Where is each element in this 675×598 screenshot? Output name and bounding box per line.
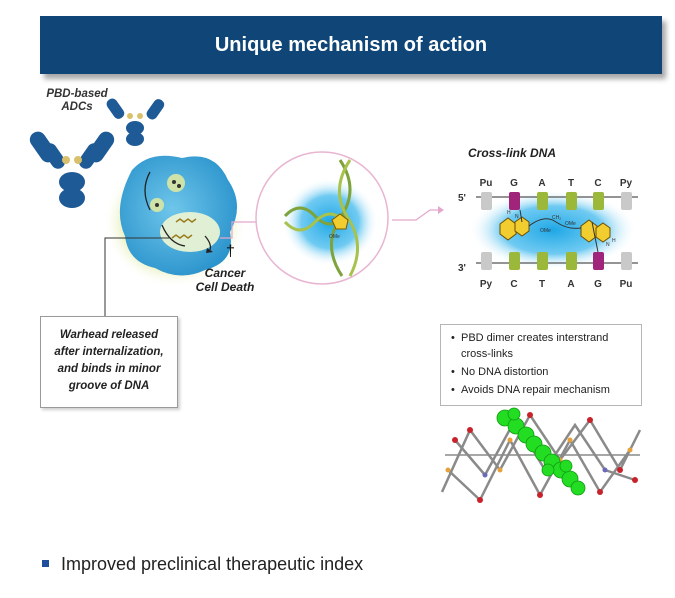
warhead-callout-box: Warhead released after internalization, …	[40, 316, 178, 408]
top-base-label: Pu	[480, 178, 493, 189]
svg-text:OMe: OMe	[540, 228, 551, 234]
strand-3-label: 3'	[458, 263, 466, 274]
cell-death-line1: Cancer	[204, 266, 246, 280]
top-base-label: A	[538, 178, 545, 189]
svg-text:H: H	[507, 210, 511, 216]
crosslink-dna-label: Cross-link DNA	[468, 146, 557, 160]
cancer-cell	[103, 155, 247, 288]
top-base-label: G	[510, 178, 518, 189]
bottom-base-label: Pu	[620, 279, 633, 290]
molecular-model-image	[440, 407, 642, 503]
top-base-label: C	[594, 178, 601, 189]
bottom-base-label: Py	[480, 279, 493, 290]
cell-death-label: Cancer Cell Death	[180, 266, 270, 294]
bottom-base-label: T	[539, 279, 545, 290]
warhead-line: groove of DNA	[68, 380, 150, 392]
svg-text:N: N	[606, 242, 610, 248]
page-title: Unique mechanism of action	[214, 34, 488, 56]
bottom-base-label: C	[510, 279, 517, 290]
bullet-item: •PBD dimer creates interstrand	[451, 332, 609, 344]
bullet-item: •No DNA distortion	[451, 366, 549, 378]
strand-5-label: 5'	[458, 193, 466, 204]
adc-label: PBD-based ADCs	[22, 88, 132, 114]
warhead-line: after internalization,	[54, 346, 164, 358]
bullet-item-continuation: cross-links	[461, 348, 513, 360]
main-bullet-text: Improved preclinical therapeutic index	[61, 554, 364, 574]
svg-text:H: H	[612, 238, 616, 244]
zoom-arrow-icon	[438, 206, 444, 214]
svg-text:CH₂: CH₂	[552, 215, 561, 221]
warhead-connector	[104, 237, 170, 318]
dna-zoom-circle: OMe	[255, 151, 389, 285]
cell-death-line2: Cell Death	[195, 280, 255, 294]
bullet-square-icon	[42, 559, 49, 567]
features-bullet-box: •PBD dimer creates interstrand cross-lin…	[440, 324, 642, 406]
top-base-label: Py	[620, 178, 633, 189]
zoom-connector-left	[220, 221, 262, 239]
adc-label-line2: ADCs	[61, 101, 93, 113]
dagger-icon: †	[226, 243, 235, 260]
adc-label-line1: PBD-based	[46, 88, 108, 100]
bullet-item: •Avoids DNA repair mechanism	[451, 384, 610, 396]
main-bullet: Improved preclinical therapeutic index	[42, 554, 363, 575]
svg-text:OMe: OMe	[565, 221, 576, 227]
svg-text:OMe: OMe	[329, 234, 340, 240]
top-base-label: T	[568, 178, 574, 189]
title-banner: Unique mechanism of action	[40, 16, 662, 74]
bottom-base-label: A	[567, 279, 574, 290]
zoom-connector-right	[392, 209, 438, 221]
warhead-text: Warhead released after internalization, …	[41, 327, 177, 395]
svg-text:N: N	[515, 214, 519, 220]
antibody-small-icon	[106, 98, 165, 146]
antibody-large-icon	[29, 131, 115, 208]
crosslink-dna-diagram: OMe OMe CH₂ H N N H	[469, 190, 638, 270]
bottom-base-label: G	[594, 279, 602, 290]
warhead-line: and binds in minor	[57, 363, 161, 375]
warhead-line: Warhead released	[59, 329, 159, 341]
